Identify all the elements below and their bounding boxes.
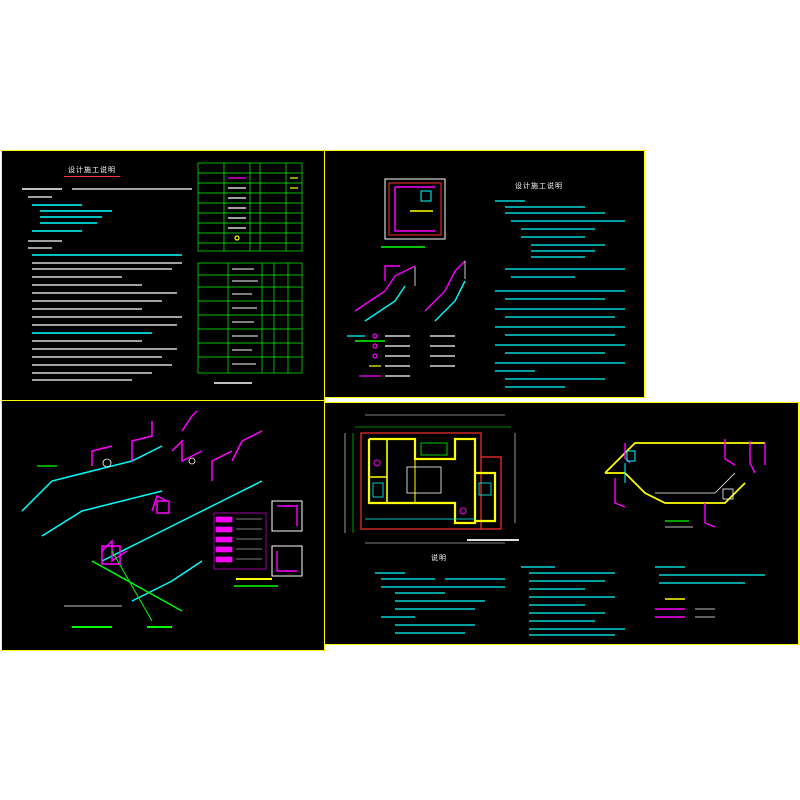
sheet1-title: 设计施工说明 <box>68 166 116 174</box>
floor-plan-walls <box>360 432 502 530</box>
sheet-axonometric-notes: 设计施工说明 <box>324 150 645 398</box>
legend-table-upper-symbols <box>228 177 298 241</box>
legend-table-upper <box>197 162 303 252</box>
notes-text-lines <box>495 200 625 388</box>
sheet1-graphics <box>22 162 303 384</box>
legend <box>347 333 455 377</box>
legend <box>655 598 715 618</box>
fixture-table <box>213 512 267 570</box>
material-table-lower-text <box>214 268 258 384</box>
sheet-piping-isometric <box>1 400 325 651</box>
sheet2-graphics <box>347 178 625 388</box>
axonometric-piping <box>354 260 466 342</box>
sheet1-title-underline <box>64 176 120 177</box>
sheet3-graphics <box>21 410 303 628</box>
main-isometric <box>21 410 263 622</box>
sheet4-title: 说明 <box>431 554 447 562</box>
sheet4-graphics <box>344 414 766 636</box>
sheet-design-notes: 设计施工说明 <box>1 150 325 401</box>
dimension-lines <box>344 414 516 544</box>
material-table-lower <box>197 262 303 374</box>
detail-boxes <box>271 500 303 577</box>
small-plan <box>381 178 446 248</box>
notes-text-lines <box>22 188 192 381</box>
isometric-system <box>604 439 766 528</box>
notes-text-lines <box>375 566 765 636</box>
drawing-labels <box>64 578 278 628</box>
sheet2-title: 设计施工说明 <box>515 182 563 190</box>
sheet-floor-plan: 说明 <box>324 402 799 645</box>
